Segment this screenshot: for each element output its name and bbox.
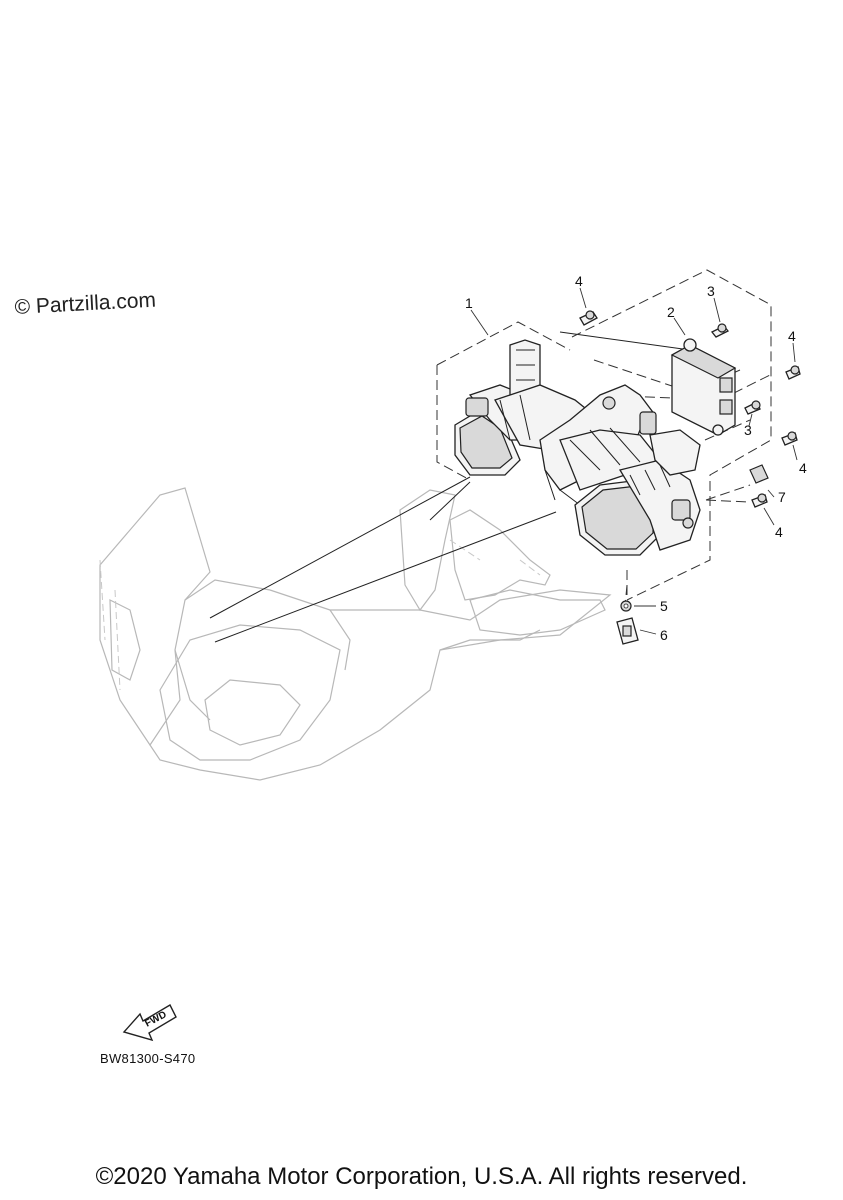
callout-4-right-top: 4	[788, 328, 796, 344]
callout-7: 7	[778, 489, 786, 505]
callout-4-lower: 4	[775, 524, 783, 540]
nut-5	[620, 600, 632, 612]
callout-leaders	[470, 287, 798, 635]
grommet-7	[749, 464, 769, 484]
callout-4-top: 4	[575, 273, 583, 289]
center-bracket	[539, 384, 662, 506]
clip-6	[616, 617, 639, 645]
bolt-4-lower	[751, 493, 768, 508]
bolt-4-top	[579, 310, 598, 326]
callout-3-top: 3	[707, 283, 715, 299]
callout-6: 6	[660, 627, 668, 643]
callout-4-right-mid: 4	[799, 460, 807, 476]
copyright-notice: ©2020 Yamaha Motor Corporation, U.S.A. A…	[95, 1163, 748, 1190]
control-unit	[670, 338, 737, 436]
bolt-4-right-mid	[781, 431, 798, 446]
assembly-lines	[209, 331, 691, 643]
callout-1: 1	[465, 295, 473, 311]
callout-labels: 1 2 3 3 4 4 4 4 5 6 7	[465, 273, 807, 643]
bolt-3-mid	[744, 400, 761, 415]
headlight-right	[574, 411, 701, 556]
fwd-arrow-icon: FWD	[122, 1004, 177, 1042]
bolt-3-top	[710, 323, 730, 338]
bolt-4-right-top	[785, 365, 801, 380]
fairing-ghost	[99, 487, 612, 781]
headlight-left	[454, 339, 601, 476]
callout-3-mid: 3	[744, 422, 752, 438]
callout-2: 2	[667, 304, 675, 320]
diagram-code: BW81300-S470	[100, 1051, 196, 1066]
callout-5: 5	[660, 598, 668, 614]
